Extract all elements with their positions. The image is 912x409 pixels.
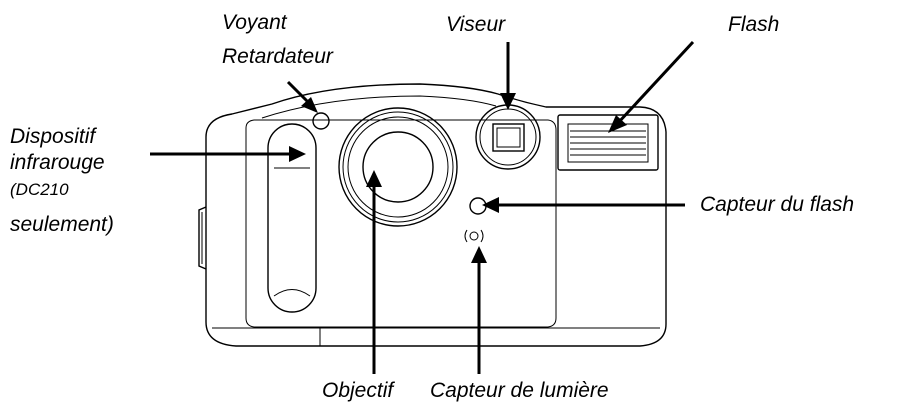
label-infrarouge: infrarouge: [10, 151, 105, 174]
flash-window: [557, 114, 659, 171]
label-dc210: (DC210: [10, 180, 69, 199]
label-flash: Flash: [728, 13, 780, 36]
label-dispositif: Dispositif: [10, 125, 96, 148]
light-sensor: [464, 229, 484, 243]
arrow-voyant: [286, 80, 318, 113]
arrow-capteur-lumiere: [471, 246, 487, 374]
self-timer-lamp: [312, 112, 330, 130]
label-voyant: Voyant: [222, 11, 287, 34]
label-capteur-lumiere: Capteur de lumière: [430, 379, 609, 402]
flash-sensor: [469, 197, 487, 215]
arrow-viseur: [500, 42, 516, 110]
label-seulement: seulement): [10, 213, 114, 236]
viewfinder: [475, 104, 541, 170]
ir-window: [267, 123, 317, 313]
arrow-capteur-flash: [482, 197, 685, 213]
arrow-dispositif: [150, 146, 306, 162]
label-retardateur: Retardateur: [222, 45, 333, 68]
label-viseur: Viseur: [446, 13, 506, 36]
label-objectif: Objectif: [322, 379, 394, 402]
lens: [338, 107, 458, 227]
arrow-objectif: [366, 170, 382, 374]
label-capteur-flash: Capteur du flash: [700, 193, 855, 216]
arrow-flash: [608, 40, 695, 133]
